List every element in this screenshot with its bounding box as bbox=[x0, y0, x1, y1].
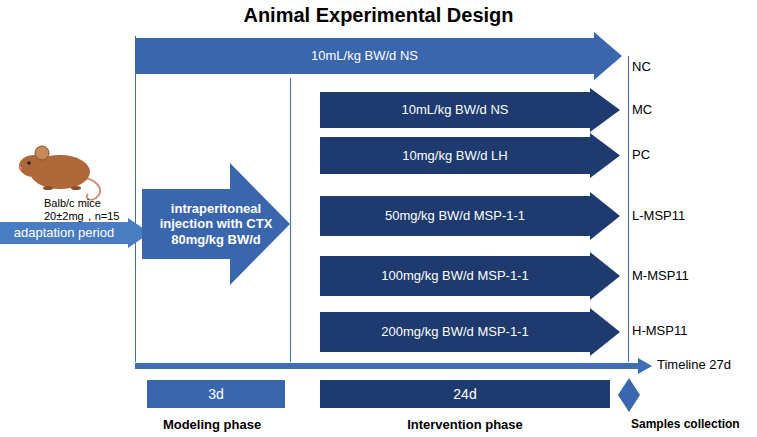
arrow-fill bbox=[320, 133, 620, 178]
diamond-fill bbox=[618, 378, 640, 412]
node-text: intraperitoneal injection with CTX 80mg/… bbox=[152, 201, 280, 248]
phase-name: Modeling phase bbox=[163, 417, 261, 432]
phase-name: Intervention phase bbox=[407, 417, 523, 432]
outside-label: Timeline 27d bbox=[657, 357, 731, 373]
text-holder: 10mg/kg BW/d LH bbox=[320, 137, 590, 174]
arrow-fill bbox=[320, 308, 620, 356]
group-label: L-MSP11 bbox=[632, 208, 685, 223]
treatment-arrow: 200mg/kg BW/d MSP-1-1 bbox=[320, 308, 620, 356]
phase-duration-box: 3d bbox=[147, 380, 285, 408]
node-text: 50mg/kg BW/d MSP-1-1 bbox=[385, 208, 525, 224]
mouse-eye bbox=[27, 161, 31, 165]
text-holder: 100mg/kg BW/d MSP-1-1 bbox=[320, 256, 590, 296]
group-label: PC bbox=[632, 147, 650, 162]
arrow-fill bbox=[135, 358, 652, 374]
text-holder: 50mg/kg BW/d MSP-1-1 bbox=[320, 196, 590, 236]
divider-line bbox=[290, 78, 291, 362]
mouse-illustration bbox=[18, 146, 100, 200]
divider-line bbox=[135, 36, 136, 362]
text-holder: 10mL/kg BW/d NS bbox=[135, 38, 594, 74]
timeline-arrow: Timeline 27d bbox=[135, 358, 652, 374]
arrow-fill bbox=[320, 88, 620, 132]
phase-duration-box: 24d bbox=[320, 380, 610, 408]
text-holder: Timeline 27d bbox=[657, 357, 731, 373]
node-text: 100mg/kg BW/d MSP-1-1 bbox=[381, 268, 528, 284]
text-holder: 10mL/kg BW/d NS bbox=[320, 92, 590, 128]
node-text: 24d bbox=[453, 386, 476, 403]
group-label: MC bbox=[632, 102, 652, 117]
treatment-arrow: 10mL/kg BW/d NS bbox=[135, 32, 622, 80]
arrow-fill bbox=[142, 163, 290, 285]
mouse-tail bbox=[86, 178, 100, 200]
arrow-fill bbox=[320, 252, 620, 300]
text-holder: intraperitoneal injection with CTX 80mg/… bbox=[146, 189, 286, 259]
arrow-fill bbox=[135, 32, 622, 80]
diamond-shape bbox=[618, 378, 640, 412]
outside-label: Samples collection bbox=[631, 417, 740, 431]
node-text: adaptation period bbox=[14, 225, 114, 241]
text-holder: 3d bbox=[147, 380, 285, 408]
text-holder: 200mg/kg BW/d MSP-1-1 bbox=[320, 312, 590, 352]
node-text: 3d bbox=[208, 386, 224, 403]
mouse-ear bbox=[35, 146, 49, 160]
group-label: M-MSP11 bbox=[632, 268, 689, 283]
node-text: 10mL/kg BW/d NS bbox=[311, 48, 418, 64]
modeling-arrow: intraperitoneal injection with CTX 80mg/… bbox=[142, 163, 290, 285]
text-holder: adaptation period bbox=[0, 222, 128, 244]
adaptation-arrow: adaptation period bbox=[0, 218, 150, 248]
diagram-title: Animal Experimental Design bbox=[0, 4, 757, 27]
group-label: H-MSP11 bbox=[632, 323, 687, 338]
animal-label: 20±2mg，n=15 bbox=[44, 209, 119, 224]
node-text: 200mg/kg BW/d MSP-1-1 bbox=[381, 324, 528, 340]
treatment-arrow: 50mg/kg BW/d MSP-1-1 bbox=[320, 192, 620, 240]
animal-label: Balb/c mice bbox=[44, 197, 101, 209]
text-holder: 24d bbox=[320, 380, 610, 408]
arrow-fill bbox=[0, 218, 150, 248]
sampling-diamond: Samples collection bbox=[618, 378, 640, 412]
treatment-arrow: 100mg/kg BW/d MSP-1-1 bbox=[320, 252, 620, 300]
text-holder: Samples collection bbox=[631, 417, 740, 431]
arrow-shape bbox=[135, 358, 652, 374]
group-label: NC bbox=[632, 59, 651, 74]
mouse-foot bbox=[71, 186, 81, 190]
node-text: 10mg/kg BW/d LH bbox=[402, 148, 508, 164]
mouse-foot bbox=[43, 186, 53, 190]
divider-line bbox=[628, 56, 629, 362]
treatment-arrow: 10mL/kg BW/d NS bbox=[320, 88, 620, 132]
phase-divider-lines bbox=[136, 36, 629, 362]
node-text: 10mL/kg BW/d NS bbox=[402, 102, 509, 118]
treatment-arrow: 10mg/kg BW/d LH bbox=[320, 133, 620, 178]
mouse-nose bbox=[18, 166, 21, 169]
arrow-fill bbox=[320, 192, 620, 240]
rect-fill bbox=[320, 380, 610, 408]
rect-fill bbox=[147, 380, 285, 408]
